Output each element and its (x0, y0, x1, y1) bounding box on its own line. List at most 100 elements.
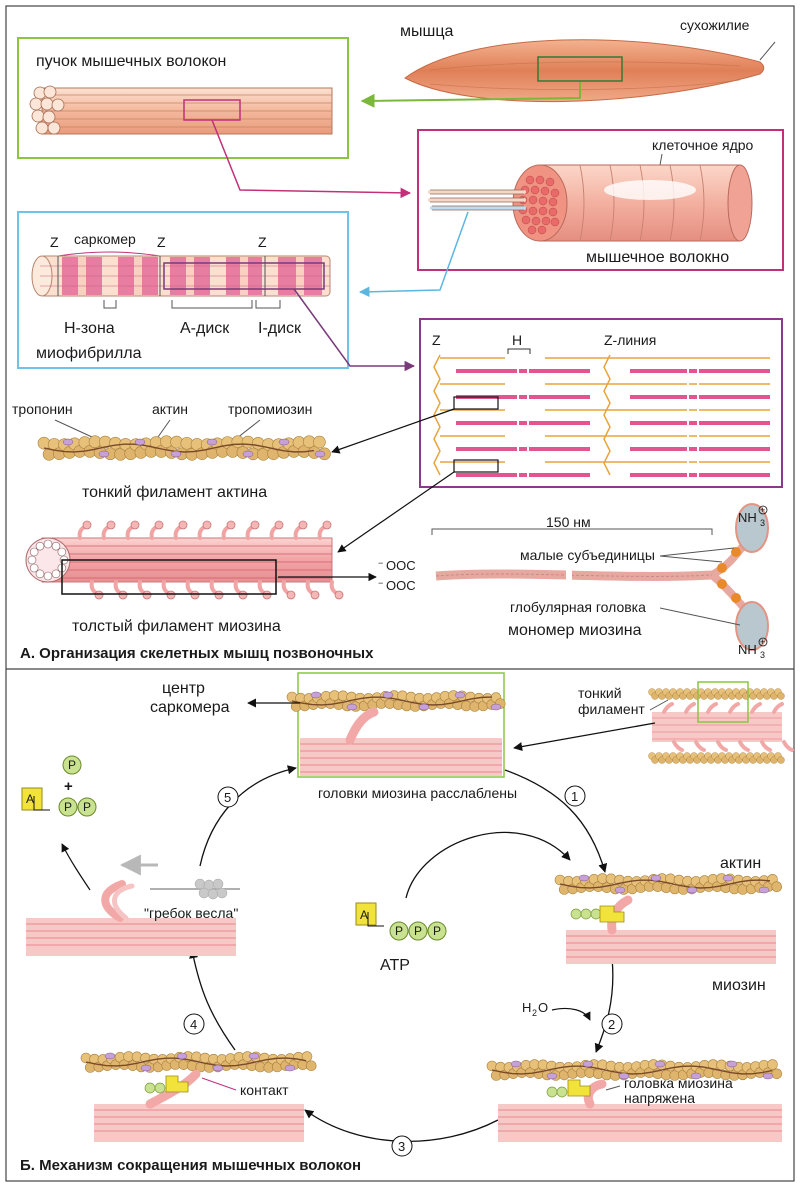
thick-filament (25, 520, 344, 600)
nh3-top-plus: + (760, 505, 765, 515)
minus-sign-2: − (378, 578, 383, 588)
muscle-fiber (428, 164, 753, 242)
troponin-label: тропонин (12, 401, 73, 417)
minus-sign-1: − (378, 558, 383, 568)
step-5-circle (217, 786, 239, 808)
products (21, 755, 97, 817)
step-2-circle (601, 1013, 623, 1035)
inset-filament (648, 681, 794, 764)
section-a-title: А. Организация скелетных мышц позвоночны… (20, 645, 374, 662)
h2o-h: H (522, 1000, 531, 1015)
myofibril-frame (17, 211, 349, 369)
step-5: 5 (224, 790, 231, 805)
ooc-label-2: OOC (386, 578, 416, 593)
outer-frame (5, 5, 795, 1182)
z-line-label: Z-линия (604, 332, 656, 348)
center-label-2: саркомера (150, 699, 230, 716)
fiber-bundle (29, 85, 333, 135)
sarcomere-frame (419, 318, 783, 488)
arrow-step-1 (504, 769, 608, 873)
step-1: 1 (571, 789, 578, 804)
arrow-fiber-to-myofibril (358, 211, 469, 298)
thin-filament-atp-bound (554, 873, 783, 895)
thin-fil-label-2: филамент (578, 701, 645, 717)
heads-relaxed-label: головки миозина расслаблены (318, 785, 517, 801)
atp-p1: P (395, 924, 403, 938)
arrow-to-products (61, 843, 91, 891)
step-4-circle (183, 1013, 205, 1035)
nh3-bottom-plus: + (760, 637, 765, 647)
z-label-3: Z (258, 234, 267, 250)
stroke-label: "гребок весла" (144, 905, 238, 921)
arrow-bundle-to-fiber (211, 119, 412, 199)
nh3-top-charge (758, 505, 768, 515)
sarcomere-h-label: H (512, 332, 522, 348)
sarcomere-label: саркомер (74, 231, 136, 247)
nh3-bottom-charge (758, 637, 768, 647)
myosin-monomer (435, 503, 769, 651)
nh3-bottom-label: NH (738, 642, 757, 657)
z-label-1: Z (50, 234, 59, 250)
myosin-relaxed (300, 707, 502, 776)
nh3-top-sub: 3 (760, 518, 765, 528)
atp-p2: P (414, 924, 422, 938)
product-pi: P (68, 758, 76, 772)
thin-filament-contact (80, 1051, 317, 1073)
sarcomere-z-label: Z (432, 332, 441, 348)
thin-filament-tensed (486, 1059, 783, 1081)
atp-molecule (355, 902, 447, 941)
arrow-h2o (551, 1007, 591, 1021)
ooc-label-1: OOC (386, 558, 416, 573)
fiber-bundle-label: пучок мышечных волокон (36, 53, 226, 70)
thin-fil-label-1: тонкий (578, 685, 622, 701)
head-tensed-label-1: головка миозина (624, 1075, 733, 1091)
stroke-ghost-filament (150, 878, 240, 900)
myofibril (31, 255, 331, 297)
product-p2: P (83, 800, 91, 814)
h-bracket (507, 348, 531, 354)
arrow-atp-to-binding (405, 831, 571, 899)
subunit-pointers (659, 547, 741, 626)
arrow-muscle-to-bundle (360, 82, 581, 108)
contact-pointer (201, 1077, 237, 1091)
step-2: 2 (608, 1017, 615, 1032)
myosin-contact (94, 1069, 304, 1142)
tendon-label: сухожилие (680, 17, 750, 33)
globular-head-label: глобулярная головка (510, 599, 646, 615)
product-plus: + (64, 778, 73, 795)
myosin-stroke (26, 880, 236, 956)
center-label-1: центр (162, 680, 205, 697)
i-disk-label: I-диск (258, 320, 302, 337)
myosin-tensed (498, 1079, 782, 1142)
h2o-o: O (538, 1000, 548, 1015)
thin-filament-label: тонкий филамент актина (82, 484, 267, 501)
section-b-title: Б. Механизм сокращения мышечных волокон (20, 1157, 361, 1174)
muscle-select-box (537, 56, 623, 82)
arrow-myofibril-to-sarcomere (293, 288, 416, 372)
product-a: A (26, 792, 34, 806)
small-subunits-label: малые субъединицы (520, 547, 655, 563)
actin-label-b: актин (720, 855, 761, 872)
actin-label-a: актин (152, 401, 188, 417)
z-label-2: Z (157, 234, 166, 250)
myosin-atp-bound (566, 895, 776, 964)
myofibril-brackets (103, 300, 281, 309)
nh3-bottom-sub: 3 (760, 650, 765, 660)
contact-label: контакт (240, 1082, 289, 1098)
atp-p3: P (433, 924, 441, 938)
length-bracket (431, 528, 713, 535)
arrow-inset-to-relaxed (513, 722, 656, 752)
relaxed-frame (297, 672, 505, 778)
arrow-step-4 (189, 949, 236, 1051)
arrow-step-5 (199, 765, 297, 867)
myosin-label-b: миозин (712, 977, 766, 994)
h2o-2: 2 (532, 1008, 537, 1018)
muscle-label: мышца (400, 23, 454, 40)
arrow-sarcomere-to-thin (331, 408, 455, 454)
thin-filament-relaxed (286, 690, 506, 712)
step-3-circle (391, 1135, 413, 1157)
length-label: 150 нм (546, 514, 591, 530)
nh3-top-label: NH (738, 510, 757, 525)
myosin-monomer-label: мономер миозина (508, 622, 642, 639)
